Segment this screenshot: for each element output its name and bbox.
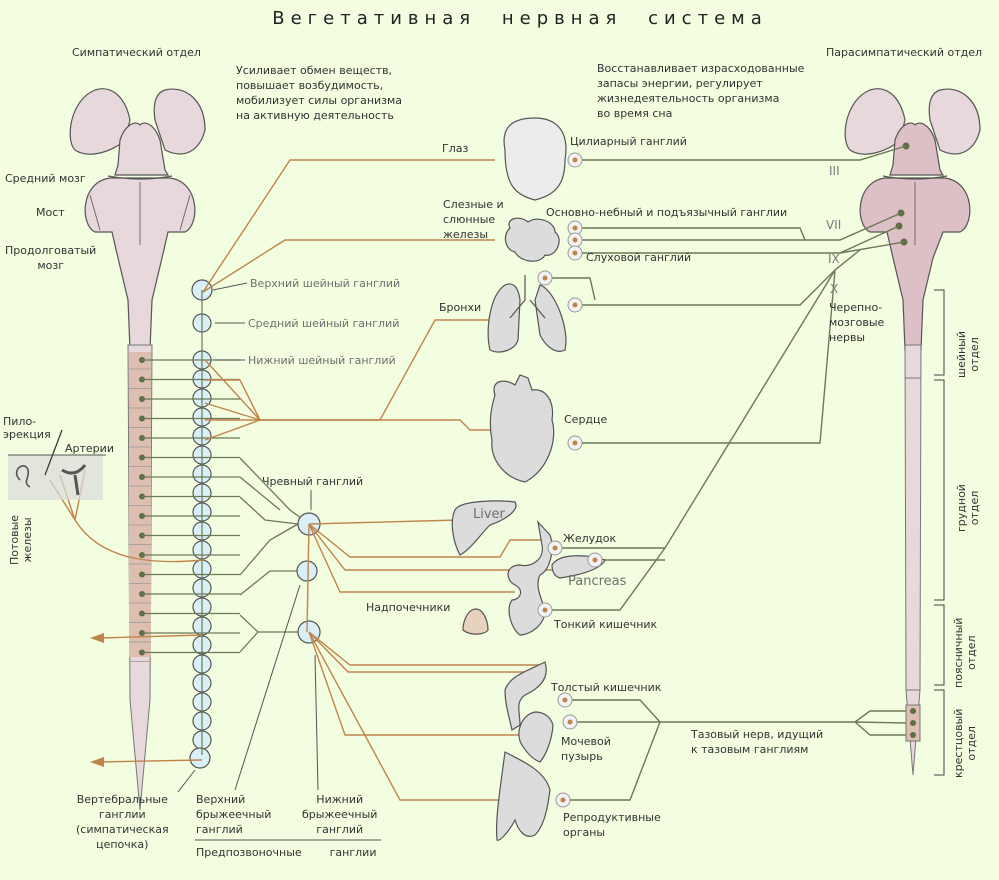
label-ciliary-ganglion: Цилиарный ганглий [570, 135, 687, 148]
ganglion-synapse [572, 157, 578, 163]
reproductive-organs [495, 751, 551, 841]
ganglion-synapse [552, 545, 558, 551]
splanchnic-nerve [239, 631, 259, 653]
ganglion-synapse [542, 275, 548, 281]
parasympathetic-heading: Парасимпатический отдел [826, 46, 983, 59]
splanchnic-nerve [239, 476, 281, 511]
splanchnic-nerve [239, 523, 299, 576]
sympathetic-chain [189, 279, 213, 769]
head-outline [503, 117, 567, 201]
label-otic-ganglion: Слуховой ганглий [586, 251, 692, 264]
label-heart: Сердце [564, 413, 608, 426]
sympathetic-postganglionic [49, 159, 560, 801]
label-adrenals: Надпочечники [366, 601, 451, 614]
label-thoracic-region: грудной отдел [955, 484, 981, 532]
cranial-nerve-VII: VII [826, 218, 842, 232]
label-piloerection: Пило- эрекция [3, 415, 51, 441]
ganglion-synapse [572, 440, 578, 446]
label-arteries: Артерии [65, 442, 114, 455]
preganglionic-fibers [142, 359, 310, 654]
parasympathetic-brainstem [844, 88, 981, 351]
label-pons: Мост [36, 206, 65, 219]
label-bronchi: Бронхи [439, 301, 482, 314]
label-liver: Liver [473, 507, 505, 522]
splanchnic-nerve [239, 457, 310, 525]
skin-schematic [8, 429, 106, 500]
label-superior-cervical-ganglion: Верхний шейный ганглий [250, 277, 401, 290]
lungs [487, 275, 567, 353]
parasympathetic-ganglia [537, 152, 603, 808]
splanchnic-nerve [239, 496, 299, 525]
cranial-nerve-IX: IX [828, 252, 840, 266]
liver [451, 500, 517, 556]
bladder [518, 711, 554, 763]
ganglion-synapse [592, 557, 598, 563]
label-prevertebral-ganglia: Предпозвоночные ганглии [196, 846, 377, 859]
label-reproductive-organs: Репродуктивные органы [563, 811, 661, 839]
label-glands: Слезные и слюнные железы [443, 198, 504, 241]
page-title: Вегетативная нервная система [272, 8, 768, 29]
ganglion-synapse [572, 225, 578, 231]
parasympathetic-description: Восстанавливает израсходованные запасы э… [597, 62, 805, 120]
heart [489, 374, 555, 483]
label-celiac-ganglion: Чревный ганглий [262, 475, 364, 488]
label-stomach: Желудок [563, 532, 617, 545]
label-pancreas: Pancreas [568, 574, 627, 589]
sympathetic-description: Усиливает обмен веществ, повышает возбуд… [236, 64, 403, 122]
label-sacral-region: крестцовый отдел [952, 708, 978, 778]
ganglion-synapse [542, 607, 548, 613]
label-sweat-glands: Потовые железы [8, 514, 34, 565]
label-inferior-cervical-ganglion: Нижний шейный ганглий [248, 354, 396, 367]
label-leaders [177, 282, 381, 841]
sympathetic-spinal-cord [127, 344, 153, 811]
label-eye: Глаз [442, 142, 469, 155]
ganglion-synapse [567, 719, 573, 725]
ganglion-synapse [562, 697, 568, 703]
sympathetic-heading: Симпатический отдел [72, 46, 201, 59]
cranial-nerve-III: III [829, 164, 840, 178]
label-large-intestine: Толстый кишечник [551, 681, 662, 694]
label-bladder: Мочевой пузырь [561, 735, 611, 763]
label-middle-cervical-ganglion: Средний шейный ганглий [248, 317, 400, 330]
label-midbrain: Средний мозг [5, 172, 86, 185]
label-medulla: Продолговатый мозг [5, 244, 97, 272]
label-superior-mesenteric-ganglion: Верхний брыжеечный ганглий [196, 793, 272, 836]
adrenal-gland [462, 608, 489, 635]
label-cranial-nerves: Черепно- мозговые нервы [829, 301, 885, 344]
arrow-head [90, 633, 104, 643]
ganglion-coccygeal [189, 747, 211, 769]
label-inferior-mesenteric-ganglion: Нижний брыжеечный ганглий [302, 793, 378, 836]
label-cervical-region: шейный отдел [955, 330, 981, 378]
label-small-intestine: Тонкий кишечник [554, 618, 658, 631]
parasympathetic-fibers [545, 145, 907, 801]
splanchnic-nerve [239, 570, 297, 596]
large-intestine [504, 661, 547, 731]
ganglion-synapse [572, 302, 578, 308]
label-vertebral-ganglia: Вертебральные ганглии (симпатическая цеп… [76, 793, 169, 851]
label-lumbar-region: поясничный отдел [952, 617, 978, 688]
ganglion-synapse [572, 250, 578, 256]
arrow-head [90, 757, 104, 767]
spinal-region-brackets [934, 289, 945, 776]
salivary-gland [504, 217, 560, 262]
cranial-nerve-X: X [830, 282, 839, 296]
label-pterygo-submandibular-ganglia: Основно-небный и подъязычный ганглии [546, 206, 788, 219]
ganglion-synapse [560, 797, 566, 803]
ganglion-synapse [572, 237, 578, 243]
label-pelvic-nerve: Тазовый нерв, идущий к тазовым ганглиям [691, 728, 824, 756]
sympathetic-brainstem [69, 88, 206, 351]
